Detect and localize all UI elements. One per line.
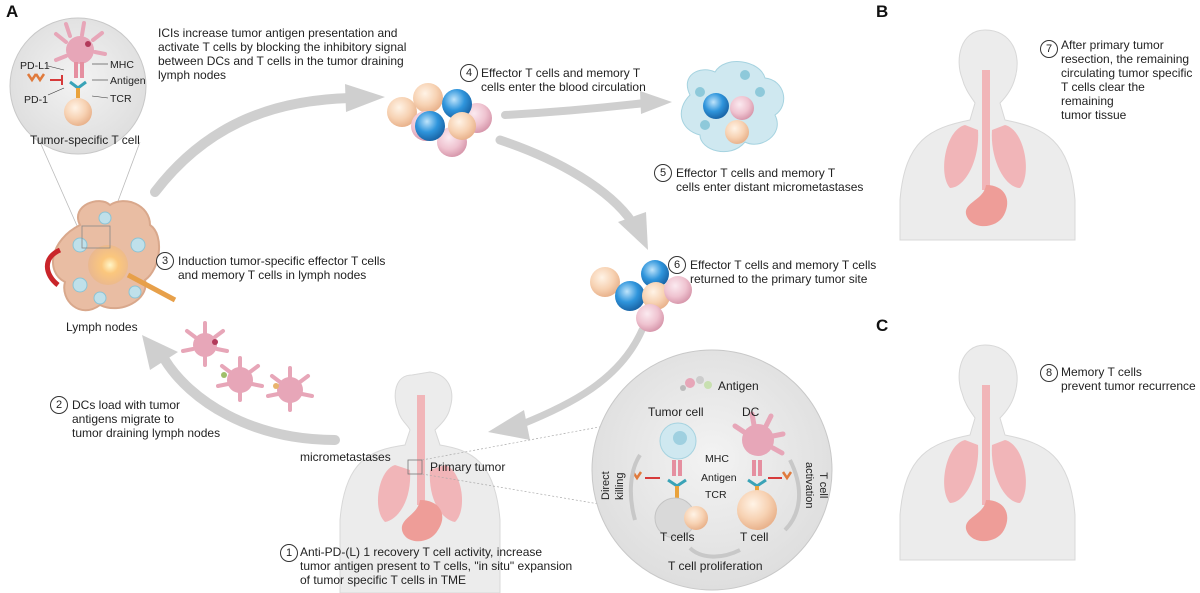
flow-arrows xyxy=(142,84,672,445)
step-2-number: 2 xyxy=(50,396,68,414)
arrow-body-to-node xyxy=(160,355,340,445)
label-t-cell-proliferation: T cell proliferation xyxy=(668,559,763,573)
step-5-text: Effector T cells and memory T cells ente… xyxy=(676,166,863,194)
activation-line-2: activation xyxy=(803,462,815,509)
label-primary-tumor: Primary tumor xyxy=(430,460,506,474)
step-1-line-3: of tumor specific T cells in TME xyxy=(300,573,467,587)
label-mhc-bottom: MHC xyxy=(705,453,729,465)
step-8-line-2: prevent tumor recurrence xyxy=(1061,379,1196,393)
arrow-head-to-node xyxy=(142,335,178,370)
direct-killing-line-1: Direct xyxy=(600,471,612,500)
panel-label-b: B xyxy=(876,2,889,21)
step-7-line-4: T cells clear the remaining xyxy=(1061,80,1145,108)
label-tcr-bottom: TCR xyxy=(705,489,727,501)
step-7-line-3: circulating tumor specific xyxy=(1061,66,1193,80)
step-2-line-3: tumor draining lymph nodes xyxy=(72,426,221,440)
step-3-line-2: and memory T cells in lymph nodes xyxy=(178,268,367,282)
step-7-text: After primary tumor resection, the remai… xyxy=(1061,38,1200,122)
human-body-a xyxy=(339,371,611,593)
step-7-number: 7 xyxy=(1040,40,1058,58)
step-5-number: 5 xyxy=(654,164,672,182)
arrow-head-to-body xyxy=(488,410,530,440)
dc-migrating xyxy=(181,321,314,412)
arrow-node-to-blood xyxy=(150,93,355,197)
step-7-line-2: resection, the remaining xyxy=(1061,52,1190,66)
label-antigen-bottom: Antigen xyxy=(718,379,759,393)
label-lymph-nodes: Lymph nodes xyxy=(66,320,138,334)
step-4-line-2: cells enter the blood circulation xyxy=(481,80,646,94)
step-8-line-1: Memory T cells xyxy=(1061,365,1142,379)
label-t-cell-activation: T cell activation xyxy=(802,462,830,508)
label-pd1-top: PD-1 xyxy=(24,94,48,106)
step-5-line-2: cells enter distant micrometastases xyxy=(676,180,864,194)
ici-line-4: lymph nodes xyxy=(158,68,227,82)
step-6-number: 6 xyxy=(668,256,686,274)
label-dc: DC xyxy=(742,405,760,419)
label-tumor-cell: Tumor cell xyxy=(648,405,704,419)
step-3-number: 3 xyxy=(156,252,174,270)
label-antigen-top: Antigen xyxy=(110,75,146,87)
arrow-head-blood-to-micromet xyxy=(640,91,672,114)
human-body-b xyxy=(899,29,1076,241)
arrow-primary-site-to-body xyxy=(516,326,646,429)
label-antigen2-bottom: Antigen xyxy=(701,472,737,484)
micrometastasis-cluster xyxy=(680,61,785,153)
panel-label-c: C xyxy=(876,316,889,335)
step-1-number: 1 xyxy=(280,544,298,562)
label-tumor-specific-t-cell: Tumor-specific T cell xyxy=(30,133,140,147)
inset-synapse-top xyxy=(9,17,147,229)
cell-cluster-primary xyxy=(590,260,692,332)
step-6-text: Effector T cells and memory T cells retu… xyxy=(690,258,876,286)
arrow-head-node-to-blood xyxy=(345,84,385,112)
cell-cluster-blood xyxy=(387,83,492,157)
step-5-line-1: Effector T cells and memory T xyxy=(676,166,836,180)
label-mhc-top: MHC xyxy=(110,59,134,71)
step-6-line-2: returned to the primary tumor site xyxy=(690,272,868,286)
step-2-text: DCs load with tumor antigens migrate to … xyxy=(72,398,220,440)
step-6-line-1: Effector T cells and memory T cells xyxy=(690,258,877,272)
lymph-node xyxy=(44,200,177,312)
step-4-line-1: Effector T cells and memory T xyxy=(481,66,641,80)
ici-line-3: between DCs and T cells in the tumor dra… xyxy=(158,54,404,68)
inset-synapse-bottom xyxy=(591,349,833,591)
label-t-cell: T cell xyxy=(740,530,769,544)
panel-label-a: A xyxy=(6,2,19,21)
dc-cell-top xyxy=(54,21,107,64)
label-micrometastases: micrometastases xyxy=(300,450,391,464)
step-8-text: Memory T cells prevent tumor recurrence xyxy=(1061,365,1196,393)
ici-line-2: activate T cells by blocking the inhibit… xyxy=(158,40,407,54)
label-direct-killing: Direct killing xyxy=(599,471,627,500)
step-7-line-5: tumor tissue xyxy=(1061,108,1127,122)
step-8-number: 8 xyxy=(1040,364,1058,382)
step-1-line-2: tumor antigen present to T cells, "in si… xyxy=(300,559,573,573)
step-1-line-1: Anti-PD-(L) 1 recovery T cell activity, … xyxy=(300,545,543,559)
step-4-text: Effector T cells and memory T cells ente… xyxy=(481,66,646,94)
arrow-blood-to-micromet xyxy=(501,99,649,119)
direct-killing-line-2: killing xyxy=(614,472,626,500)
arrow-head-to-primary-site xyxy=(618,212,648,250)
label-tcr-top: TCR xyxy=(110,93,132,105)
step-1-text: Anti-PD-(L) 1 recovery T cell activity, … xyxy=(300,545,572,587)
label-pdl1-top: PD-L1 xyxy=(20,60,50,72)
step-3-line-1: Induction tumor-specific effector T cell… xyxy=(178,254,386,268)
step-4-number: 4 xyxy=(460,64,478,82)
arrow-blood-to-primary-site xyxy=(495,135,637,227)
ici-description: ICIs increase tumor antigen presentation… xyxy=(158,26,406,82)
step-2-line-1: DCs load with tumor xyxy=(72,398,181,412)
step-2-line-2: antigens migrate to xyxy=(72,412,175,426)
step-7-line-1: After primary tumor xyxy=(1061,38,1164,52)
ici-line-1: ICIs increase tumor antigen presentation… xyxy=(158,26,398,40)
label-t-cells: T cells xyxy=(660,530,695,544)
activation-line-1: T cell xyxy=(817,472,829,499)
human-body-c xyxy=(899,344,1076,561)
step-3-text: Induction tumor-specific effector T cell… xyxy=(178,254,385,282)
